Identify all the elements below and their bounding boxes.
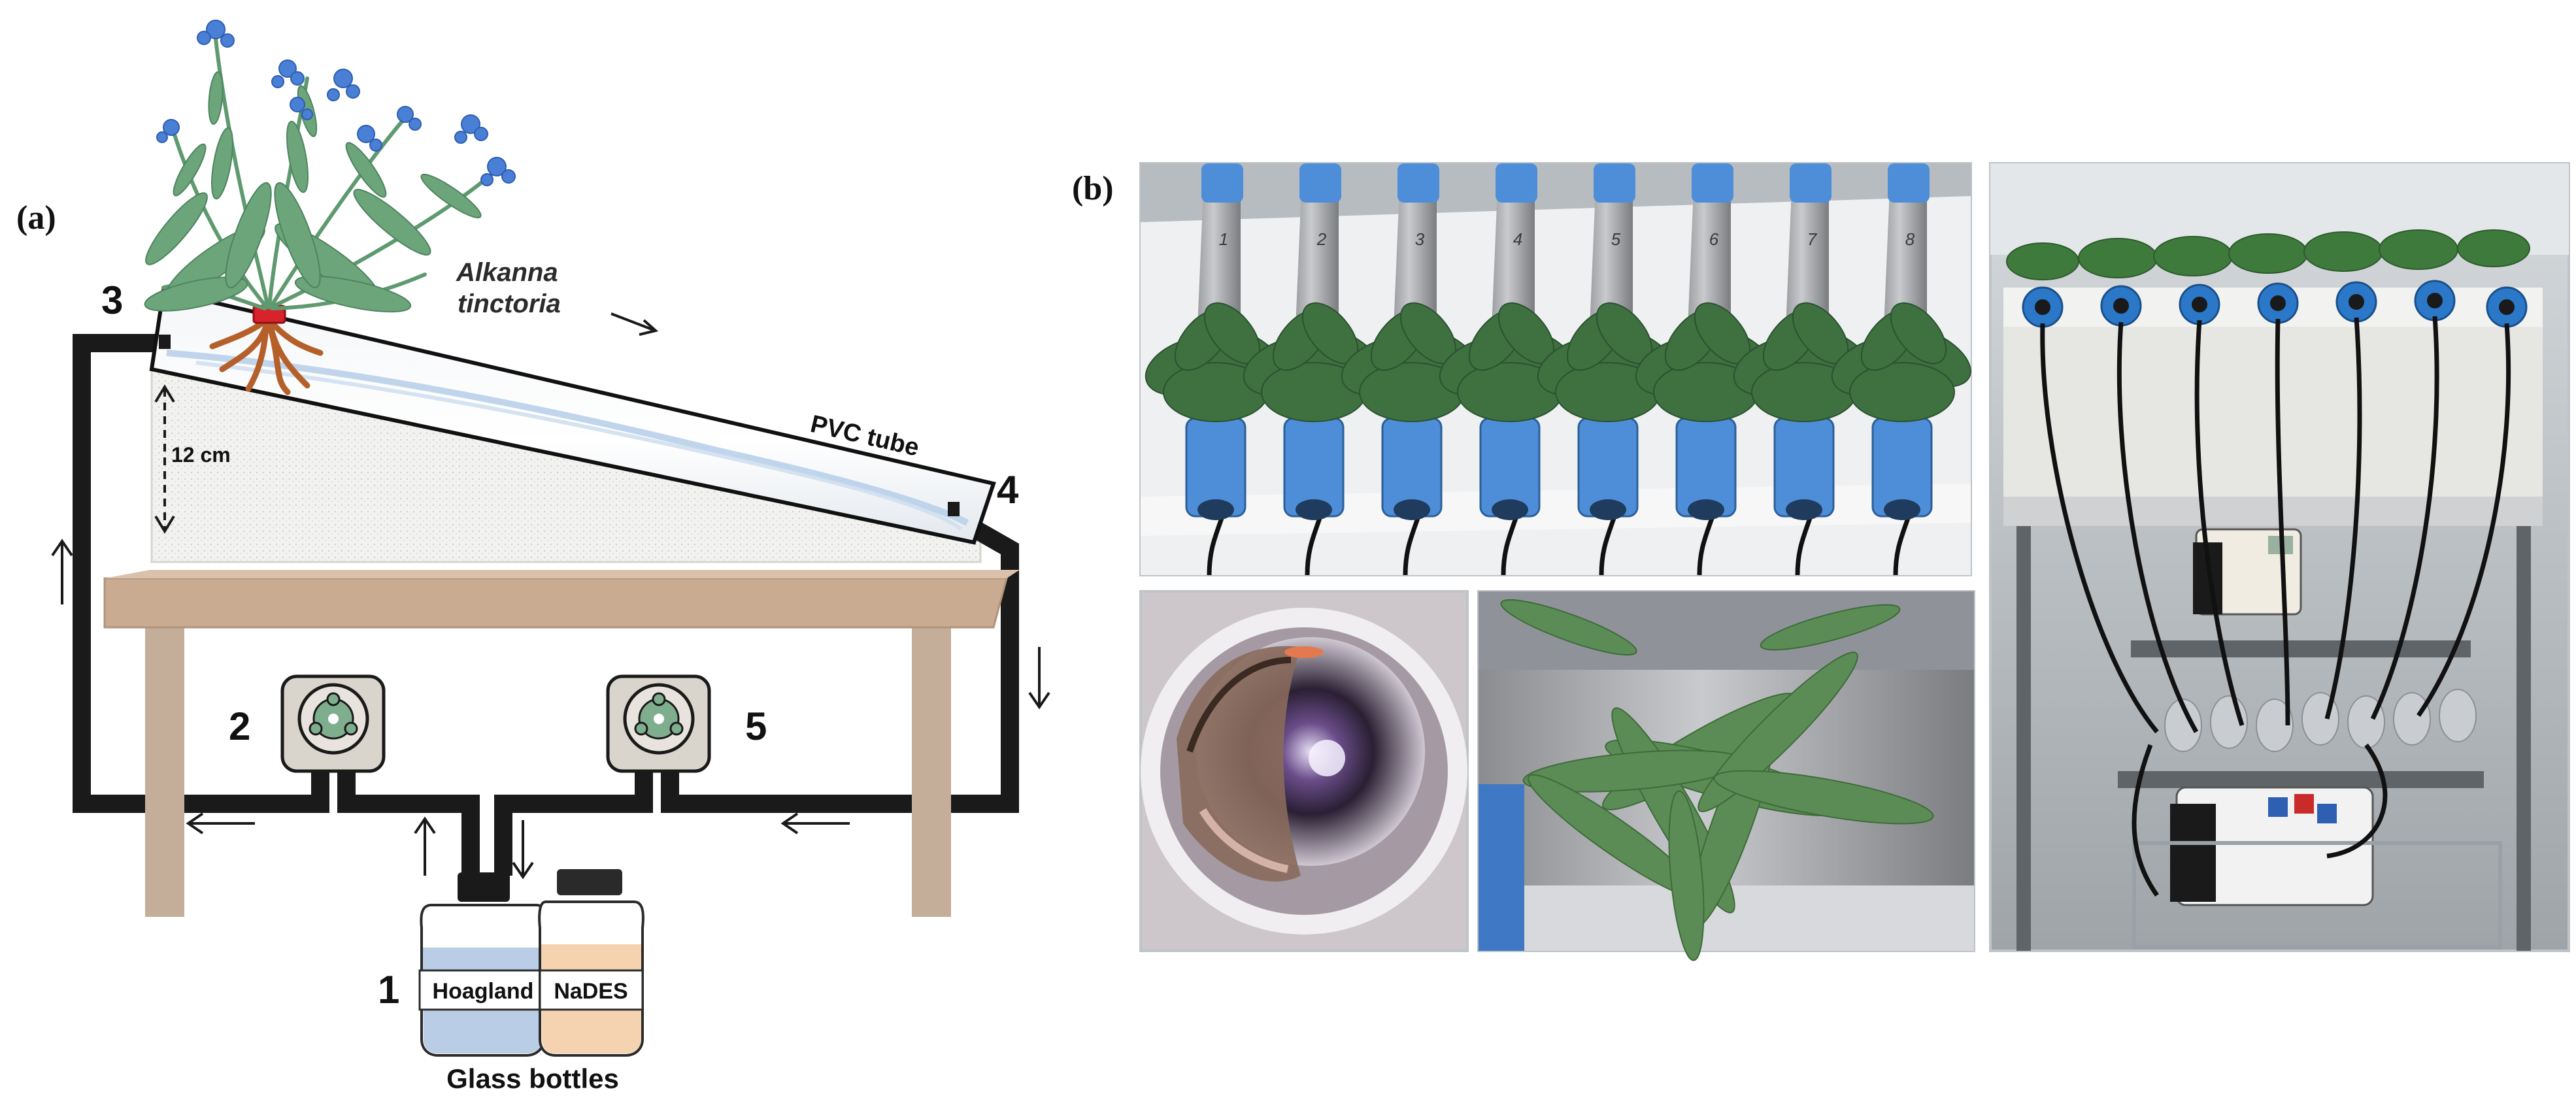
pipe-outlet [1394, 499, 1430, 520]
pvc-tube-photo-8: 8 [1831, 163, 1971, 520]
pipe-cap-top [1496, 163, 1537, 203]
pipe-cap-top [1397, 163, 1439, 203]
bottle-left-label: Hoagland [433, 979, 534, 1004]
pipe-outlet [1197, 499, 1234, 520]
pipe-cap-top [1299, 163, 1341, 203]
bench-top [103, 577, 1008, 629]
photo-plant-closeup [1477, 590, 1975, 961]
arrow-up-left [51, 538, 73, 604]
drain-tube-right [661, 514, 1019, 813]
arrow-down-right [1028, 647, 1050, 710]
photo-tube-interior [1139, 590, 1469, 952]
pipe-cap-top [1594, 163, 1635, 203]
pipe-cap-top [1692, 163, 1733, 203]
bottles-caption: Glass bottles [446, 1063, 619, 1094]
peristaltic-pump-2 [280, 674, 386, 773]
hoagland-bottle: Hoagland [418, 872, 548, 1057]
nades-bottle: NaDES [538, 869, 644, 1057]
bench-top-edge [105, 570, 1020, 578]
pipe-cap-top [1201, 163, 1243, 203]
panel-a: (a) [16, 20, 1050, 1094]
arrow-flow-tube [611, 312, 659, 336]
plant-foliage [1890, 302, 1947, 365]
plant-foliage [1849, 362, 1955, 422]
arrow-up-center [414, 816, 436, 876]
peristaltic-pump-5 [606, 674, 711, 773]
panel-b-label: (b) [1072, 170, 1114, 207]
arrow-left-bottom [186, 812, 255, 834]
plant-leaves [144, 71, 482, 313]
pipe-outlet [1492, 499, 1528, 520]
tube-number-label: 1 [1219, 229, 1228, 249]
plant-flowers [156, 20, 516, 186]
pvc-tube-photo-2: 2 [1243, 163, 1383, 520]
pvc-tube-photo-7: 7 [1733, 163, 1873, 520]
pipe-outlet [1688, 499, 1724, 520]
pipe-outlet [1590, 499, 1626, 520]
bench-leg-left [145, 626, 184, 917]
panel-a-label: (a) [16, 199, 56, 237]
arrow-down-center [512, 820, 534, 880]
tube-inlet-port [159, 335, 171, 349]
tube-number-label: 2 [1316, 229, 1327, 249]
tube-number-label: 3 [1415, 229, 1425, 249]
tube-number-label: 4 [1513, 229, 1522, 249]
step-number-5: 5 [745, 704, 767, 748]
pipe-outlet [1296, 499, 1332, 520]
pvc-tube-photo-6: 6 [1635, 163, 1775, 520]
step-number-1: 1 [378, 968, 399, 1012]
photo-tube-array: 1 2 3 4 5 6 7 8 [1139, 162, 1972, 576]
bench-leg-right [912, 626, 951, 917]
step-number-2: 2 [229, 704, 250, 748]
pipe-outlet [1884, 499, 1920, 520]
pvc-tube-photo-4: 4 [1439, 163, 1579, 520]
arrow-left-right [780, 812, 850, 834]
step-number-4: 4 [997, 468, 1019, 512]
plant-roots [209, 317, 324, 395]
pipe-cap-top [1790, 163, 1832, 203]
pipe-cap-top [1888, 163, 1930, 203]
bench [103, 570, 1020, 917]
flow-arrows [51, 312, 1050, 880]
height-label: 12 cm [171, 443, 231, 467]
return-tube-left [73, 334, 329, 813]
tube-number-label: 6 [1709, 229, 1719, 249]
plant-label-line1: Alkanna [456, 258, 558, 287]
plant-label-line2: tinctoria [458, 289, 561, 318]
pipe-outlet [1786, 499, 1822, 520]
tube-number-label: 8 [1905, 229, 1915, 249]
panel-b: (b) 1 2 3 4 5 6 7 8 [1072, 162, 2570, 961]
tube-number-label: 7 [1807, 229, 1818, 249]
photo-greenhouse-setup [1989, 162, 2570, 952]
bottle-right-label: NaDES [554, 979, 627, 1004]
pvc-tube-photo-3: 3 [1341, 163, 1481, 520]
height-dimension: 12 cm [154, 384, 231, 534]
alkanna-plant-illustration [144, 20, 516, 395]
pvc-tube-photo-1: 1 [1145, 163, 1285, 520]
tube-number-label: 5 [1611, 229, 1621, 249]
tube-outlet-port [948, 502, 960, 516]
step-number-3: 3 [101, 278, 123, 322]
